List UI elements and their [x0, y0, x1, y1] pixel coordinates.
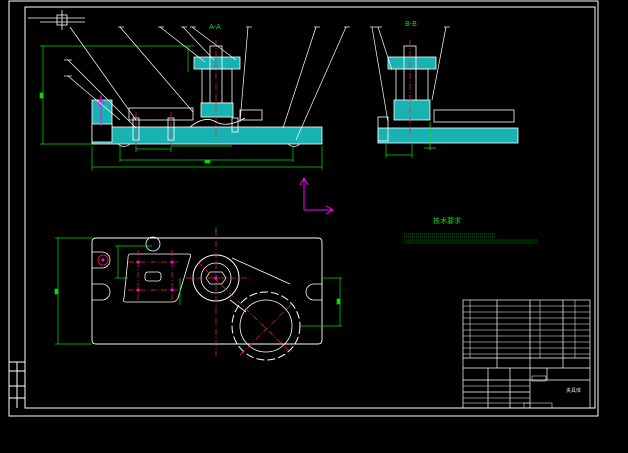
drawing-frame [8, 0, 599, 417]
title-block-name-box [531, 375, 547, 382]
front-view-a [91, 40, 323, 147]
view-a-label: A-A [209, 23, 221, 31]
side-view-leaders [370, 26, 450, 123]
view-b-label: B-B [405, 20, 417, 28]
left-block [91, 99, 113, 128]
side-view-dimensions [385, 144, 413, 158]
origin-mark [28, 10, 85, 30]
workpiece-bore [231, 291, 301, 361]
title-block-stamp [523, 402, 553, 409]
notes-text [404, 233, 538, 244]
base-plate [91, 126, 323, 145]
title-block-rows [463, 300, 590, 404]
side-view-b [377, 40, 519, 150]
front-view-dimensions [39, 45, 323, 170]
title-block-drawing-name: 夹具体 [566, 387, 581, 394]
top-view-outline [91, 237, 323, 345]
upper-plate [128, 107, 194, 121]
notes-title: 技术要求 [433, 216, 461, 225]
top-view-dimensions [54, 228, 342, 345]
top-view [91, 230, 323, 361]
front-view-leaders [64, 26, 350, 141]
ucs-axis-icon [299, 176, 335, 215]
